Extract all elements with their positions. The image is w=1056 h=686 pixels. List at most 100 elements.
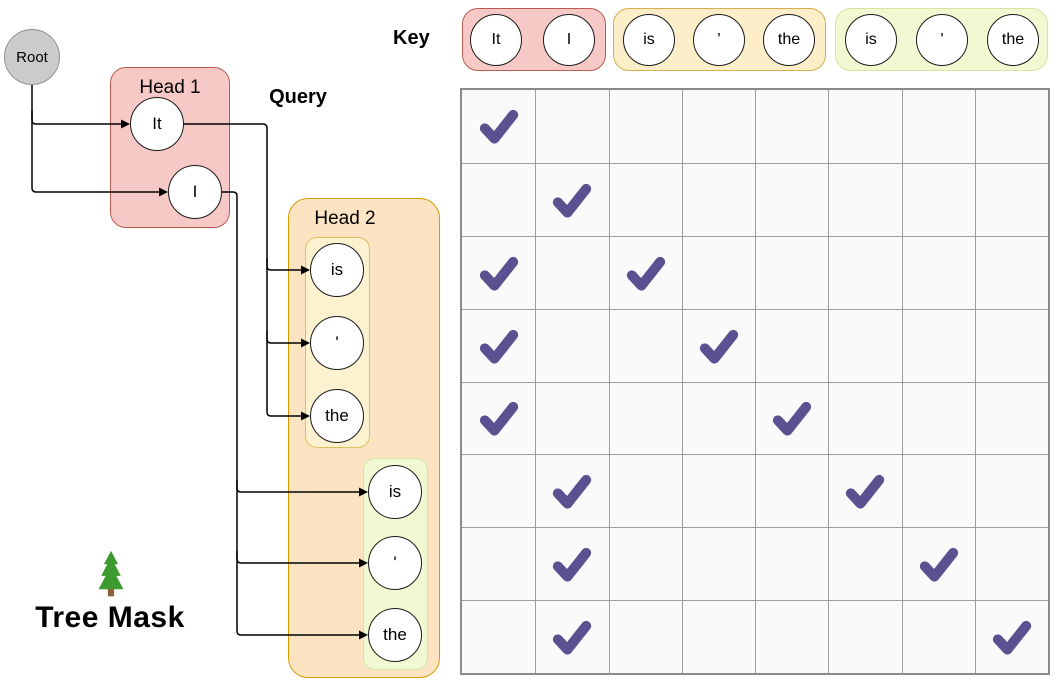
- check-icon: [992, 620, 1032, 655]
- mask-cell-r6c3: [681, 527, 755, 601]
- figure-caption: Tree Mask: [35, 601, 185, 634]
- check-icon: [699, 329, 739, 364]
- mask-cell-r4c2: [608, 381, 682, 455]
- check-icon: [846, 475, 885, 509]
- node-label: is: [330, 260, 344, 279]
- mask-cell-r5c1: [535, 454, 609, 528]
- check-icon: [479, 256, 518, 291]
- mask-cell-r1c1: [535, 162, 609, 236]
- check-icon: [553, 620, 592, 655]
- key-group-head2-lower: is ' the: [835, 8, 1048, 71]
- check-icon: [479, 329, 518, 364]
- mask-cell-r5c0: [462, 454, 536, 528]
- key-node-is: is: [845, 13, 897, 66]
- mask-cell-r2c2: [608, 235, 682, 309]
- check-icon: [553, 183, 592, 218]
- mask-cell-r4c0: [462, 381, 536, 455]
- mask-cell-r3c3: [681, 308, 755, 382]
- key-node-label: ': [717, 30, 721, 48]
- mask-cell-r5c5: [828, 454, 902, 528]
- mask-cell-r4c7: [974, 381, 1048, 455]
- mask-cell-r2c3: [681, 235, 755, 309]
- key-node-is: is: [623, 13, 675, 66]
- check-icon: [479, 402, 518, 437]
- mask-cell-r0c7: [974, 90, 1048, 163]
- mask-cell-r7c2: [608, 600, 682, 673]
- mask-cell-r6c6: [901, 527, 975, 601]
- check-icon: [772, 402, 812, 437]
- mask-cell-r5c3: [681, 454, 755, 528]
- mask-cell-r3c7: [974, 308, 1048, 382]
- mask-cell-r6c4: [755, 527, 829, 601]
- mask-cell-r0c5: [828, 90, 902, 163]
- mask-cell-r1c2: [608, 162, 682, 236]
- mask-cell-r0c0: [462, 90, 536, 163]
- check-icon: [479, 110, 518, 145]
- check-icon: [553, 548, 592, 582]
- mask-cell-r4c4: [755, 381, 829, 455]
- key-node-the: the: [763, 13, 815, 66]
- key-node-label: the: [1001, 30, 1025, 48]
- node-label: ': [393, 553, 397, 572]
- key-node-label: is: [865, 30, 877, 48]
- key-node-apostrophe: ': [916, 13, 968, 66]
- key-node-it: It: [470, 13, 522, 66]
- mask-cell-r0c4: [755, 90, 829, 163]
- mask-cell-r3c0: [462, 308, 536, 382]
- key-label: Key: [393, 27, 430, 49]
- mask-cell-r3c4: [755, 308, 829, 382]
- mask-cell-r0c3: [681, 90, 755, 163]
- node-label: I: [192, 182, 198, 201]
- head2-upper-node-apostrophe: ': [310, 316, 364, 370]
- mask-cell-r5c2: [608, 454, 682, 528]
- mask-cell-r7c7: [974, 600, 1048, 673]
- mask-cell-r6c5: [828, 527, 902, 601]
- node-label: It: [152, 114, 162, 133]
- mask-cell-r5c7: [974, 454, 1048, 528]
- head1-node-i: I: [168, 165, 222, 219]
- mask-cell-r2c4: [755, 235, 829, 309]
- mask-cell-r1c6: [901, 162, 975, 236]
- head2-title: Head 2: [314, 208, 376, 229]
- check-icon: [919, 548, 958, 582]
- node-label: ': [335, 333, 339, 352]
- check-icon: [626, 256, 665, 291]
- mask-cell-r0c1: [535, 90, 609, 163]
- key-node-label: I: [566, 30, 572, 48]
- attention-mask-grid: [460, 88, 1050, 675]
- mask-cell-r2c1: [535, 235, 609, 309]
- key-node-the: the: [987, 13, 1039, 66]
- query-label: Query: [269, 86, 327, 108]
- mask-cell-r2c7: [974, 235, 1048, 309]
- mask-cell-r1c5: [828, 162, 902, 236]
- mask-cell-r5c6: [901, 454, 975, 528]
- head2-lower-node-the: the: [368, 608, 422, 662]
- mask-cell-r7c6: [901, 600, 975, 673]
- mask-cell-r3c2: [608, 308, 682, 382]
- key-group-head2-upper: is ' the: [613, 8, 826, 71]
- key-node-label: ': [940, 30, 944, 48]
- mask-cell-r5c4: [755, 454, 829, 528]
- mask-cell-r7c0: [462, 600, 536, 673]
- head2-upper-node-is: is: [310, 243, 364, 297]
- mask-cell-r1c7: [974, 162, 1048, 236]
- head2-lower-node-is: is: [368, 465, 422, 519]
- mask-cell-r7c1: [535, 600, 609, 673]
- mask-cell-r1c4: [755, 162, 829, 236]
- mask-cell-r7c3: [681, 600, 755, 673]
- mask-cell-r0c2: [608, 90, 682, 163]
- mask-cell-r2c6: [901, 235, 975, 309]
- mask-cell-r4c5: [828, 381, 902, 455]
- mask-cell-r3c6: [901, 308, 975, 382]
- root-node: Root: [4, 29, 60, 85]
- node-label: the: [383, 625, 407, 644]
- mask-cell-r1c3: [681, 162, 755, 236]
- key-node-label: the: [777, 30, 801, 48]
- head2-upper-node-the: the: [310, 389, 364, 443]
- mask-cell-r7c4: [755, 600, 829, 673]
- mask-cell-r1c0: [462, 162, 536, 236]
- node-label: the: [325, 406, 349, 425]
- mask-cell-r4c3: [681, 381, 755, 455]
- mask-cell-r6c0: [462, 527, 536, 601]
